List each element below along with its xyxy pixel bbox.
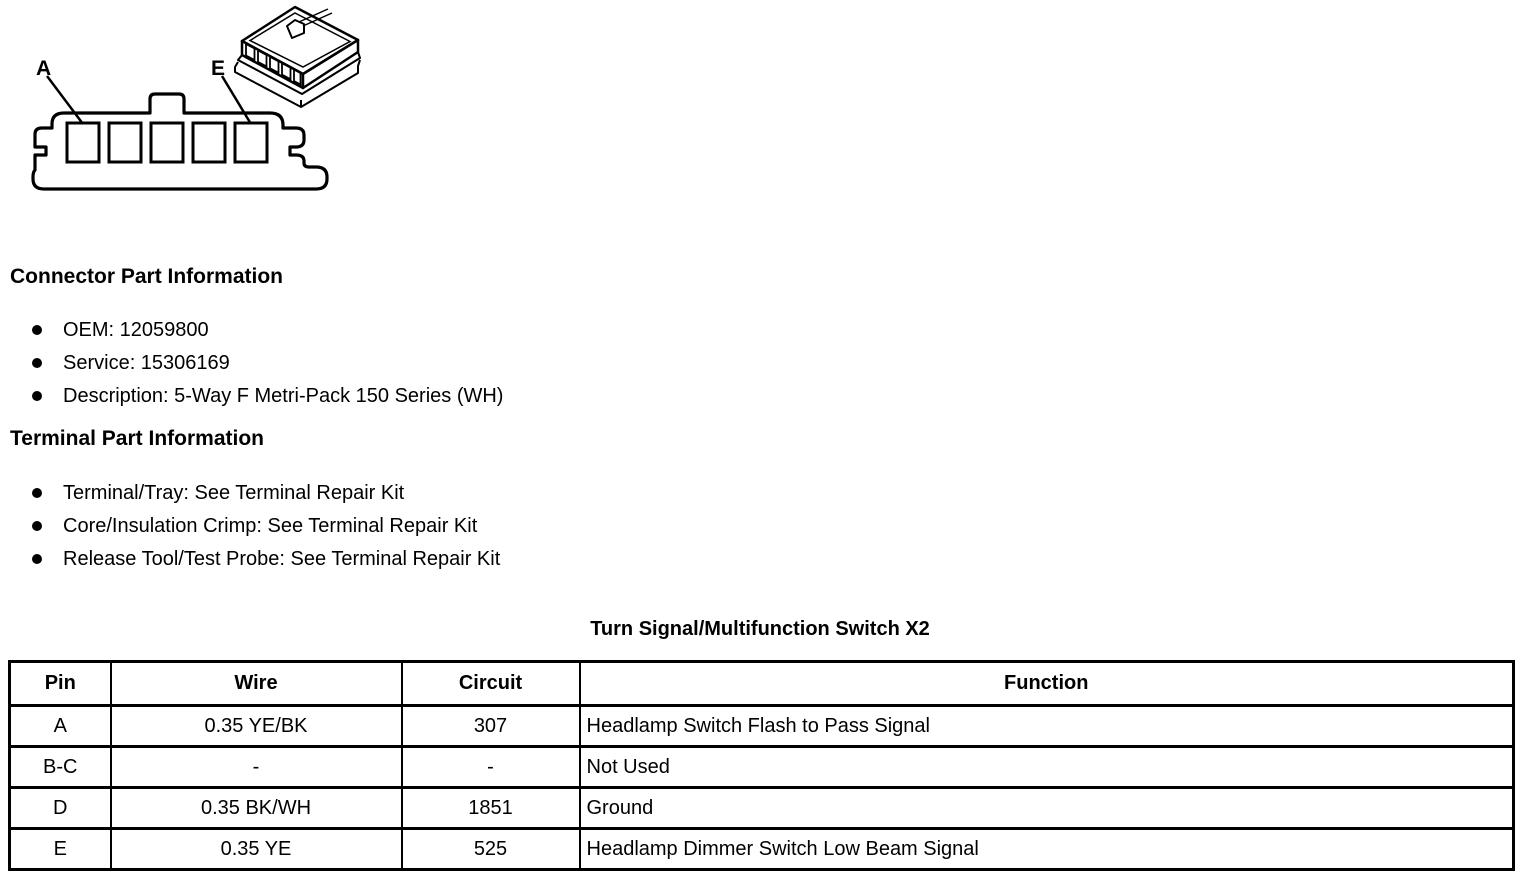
function-cell: Ground [578, 786, 1515, 830]
bullet-icon [32, 488, 42, 498]
bullet-icon [32, 521, 42, 531]
pin-cell: E [8, 827, 112, 871]
terminal-tray-info: Terminal/Tray: See Terminal Repair Kit [63, 482, 405, 504]
list-item: Service: 15306169 [32, 351, 230, 376]
service-number: Service: 15306169 [63, 352, 230, 374]
list-item: Terminal/Tray: See Terminal Repair Kit [32, 481, 404, 506]
bullet-icon [32, 391, 42, 401]
cavity-a [65, 121, 101, 164]
leader-line-a [46, 75, 84, 125]
list-item: Release Tool/Test Probe: See Terminal Re… [32, 547, 500, 572]
pin-e-label: E [211, 57, 225, 80]
circuit-cell: - [400, 745, 581, 789]
pinout-table: Pin Wire Circuit Function A 0.35 YE/BK 3… [8, 660, 1515, 871]
cavity-e [233, 121, 269, 164]
column-header-circuit: Circuit [400, 660, 581, 707]
connector-front-view: A E [31, 57, 329, 191]
cavity-b [107, 121, 143, 164]
bullet-icon [32, 325, 42, 335]
iso-cavity [257, 48, 268, 68]
iso-cavity [293, 68, 302, 87]
circuit-cell: 1851 [400, 786, 581, 830]
iso-lip-2 [234, 59, 361, 108]
list-item: Core/Insulation Crimp: See Terminal Repa… [32, 514, 477, 539]
iso-lock-tab [286, 19, 305, 39]
bullet-icon [32, 358, 42, 368]
column-header-pin: Pin [8, 660, 112, 707]
pin-cell: B-C [8, 745, 112, 789]
connector-description: Description: 5-Way F Metri-Pack 150 Seri… [63, 385, 504, 407]
cavity-c [149, 121, 185, 164]
iso-cavity [245, 42, 256, 62]
pin-cell: A [8, 704, 112, 748]
pin-cell: D [8, 786, 112, 830]
circuit-cell: 307 [400, 704, 581, 748]
cavity-d [191, 121, 227, 164]
table-row: B-C - - Not Used [8, 745, 1515, 789]
connector-iso-view [234, 5, 361, 108]
iso-top-rim [248, 12, 352, 68]
table-row: D 0.35 BK/WH 1851 Ground [8, 786, 1515, 830]
wire-cell: 0.35 BK/WH [109, 786, 403, 830]
iso-cavity [281, 61, 292, 81]
wire-cell: - [109, 745, 403, 789]
release-tool-test-probe-info: Release Tool/Test Probe: See Terminal Re… [63, 548, 501, 570]
bullet-icon [32, 554, 42, 564]
wire-cell: 0.35 YE/BK [109, 704, 403, 748]
connector-part-info-heading: Connector Part Information [10, 265, 284, 288]
wire-cell: 0.35 YE [109, 827, 403, 871]
table-row: E 0.35 YE 525 Headlamp Dimmer Switch Low… [8, 827, 1515, 871]
terminal-part-info-heading: Terminal Part Information [10, 427, 264, 450]
oem-number: OEM: 12059800 [63, 319, 209, 341]
iso-tab-groove [298, 8, 333, 27]
list-item: OEM: 12059800 [32, 318, 209, 343]
pinout-table-title: Turn Signal/Multifunction Switch X2 [590, 618, 930, 640]
table-header-row: Pin Wire Circuit Function [8, 660, 1515, 707]
list-item: Description: 5-Way F Metri-Pack 150 Seri… [32, 384, 503, 409]
column-header-function: Function [578, 660, 1515, 707]
circuit-cell: 525 [400, 827, 581, 871]
connector-diagram: A E [31, 5, 361, 191]
function-cell: Headlamp Switch Flash to Pass Signal [578, 704, 1515, 748]
function-cell: Not Used [578, 745, 1515, 789]
function-cell: Headlamp Dimmer Switch Low Beam Signal [578, 827, 1515, 871]
iso-cavity [269, 55, 280, 75]
column-header-wire: Wire [109, 660, 403, 707]
iso-lip-1 [237, 51, 361, 95]
leader-line-e [220, 75, 253, 125]
table-row: A 0.35 YE/BK 307 Headlamp Switch Flash t… [8, 704, 1515, 748]
pin-a-label: A [36, 57, 51, 80]
core-insulation-crimp-info: Core/Insulation Crimp: See Terminal Repa… [63, 515, 478, 537]
